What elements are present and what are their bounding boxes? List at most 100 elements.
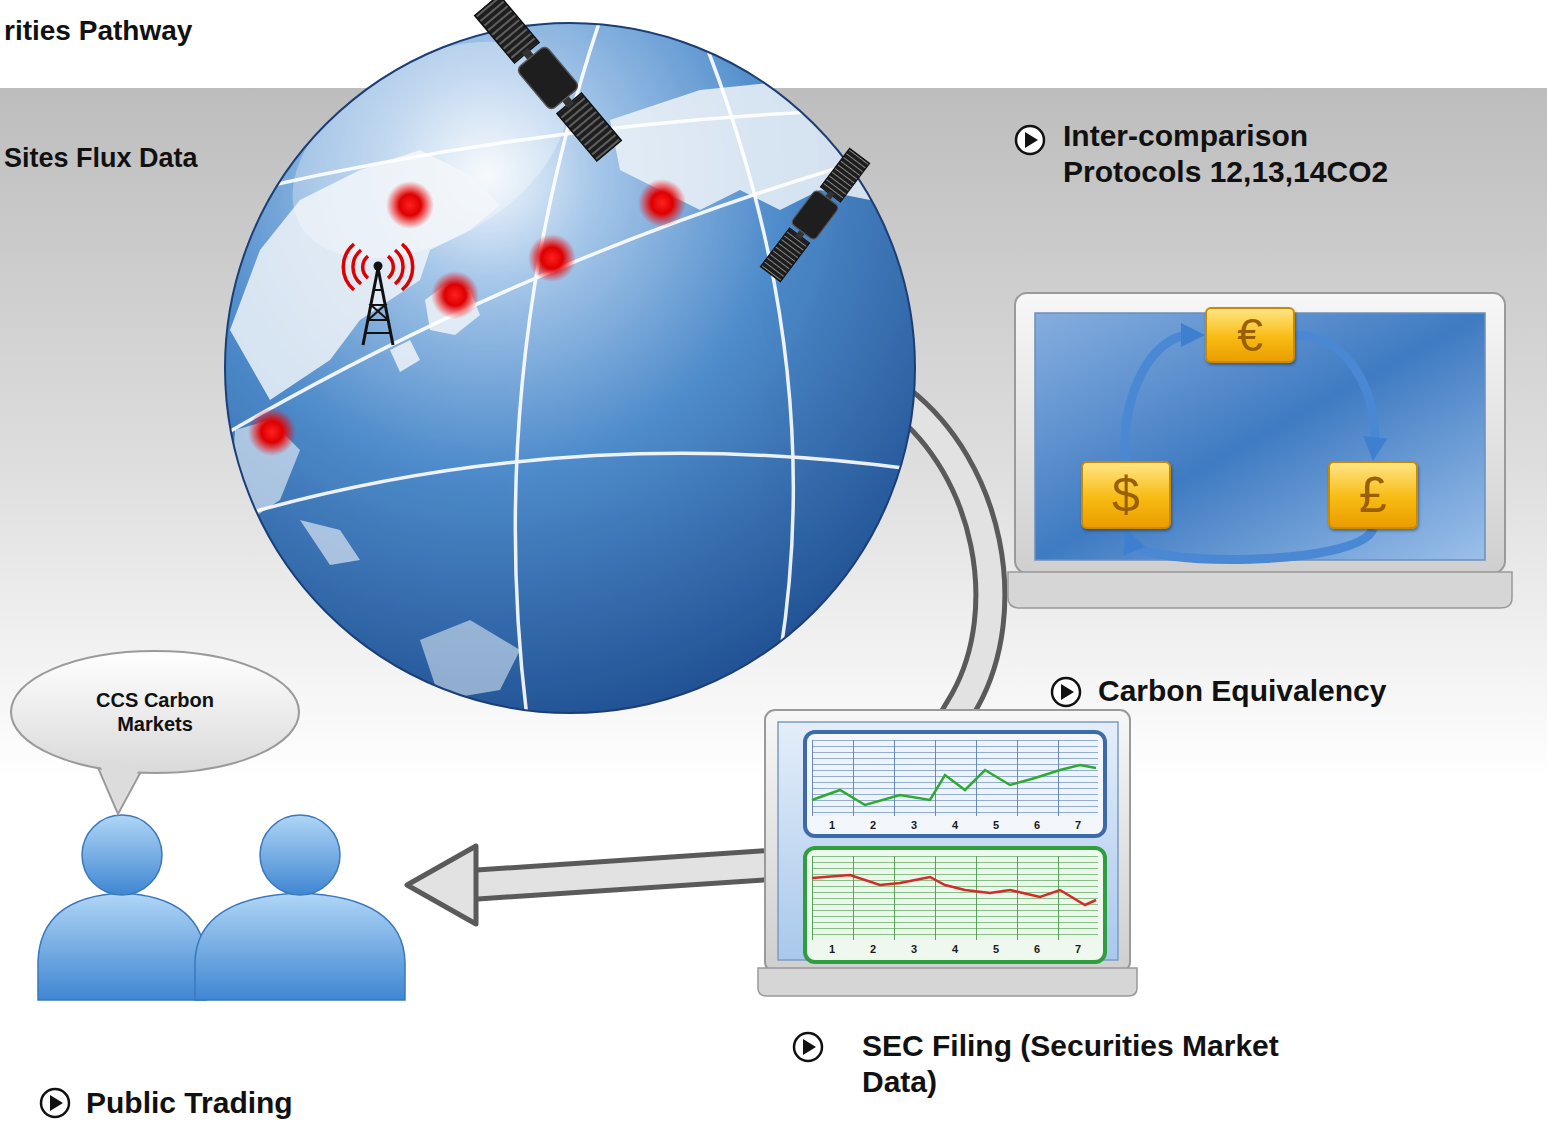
laptop-icon — [758, 710, 1137, 996]
cycle-arrow — [1125, 335, 1191, 461]
line-chart — [805, 848, 1105, 962]
line-chart — [812, 740, 1098, 816]
site-dot — [528, 234, 576, 282]
laptop-icon — [778, 722, 1118, 960]
cycle-arrow — [1295, 335, 1375, 447]
step-label: Inter-comparison Protocols 12,13,14CO2 — [1063, 118, 1423, 190]
person-icon — [260, 815, 340, 895]
play-icon — [1052, 678, 1080, 706]
currency-box: $ — [1081, 461, 1171, 529]
line-chart — [805, 848, 1105, 962]
node-inner: CCS Carbon Markets — [10, 650, 300, 774]
person-icon — [82, 815, 162, 895]
site-dot — [638, 179, 686, 227]
site-dot — [248, 179, 686, 456]
play-icon — [1061, 684, 1074, 700]
person-icon — [195, 893, 405, 1000]
globe — [215, 20, 918, 740]
step-label: Public Trading — [86, 1085, 293, 1121]
play-icon — [1016, 126, 1044, 154]
line-chart — [812, 856, 1098, 940]
currency-box: € — [1205, 307, 1295, 363]
line-chart — [812, 765, 1096, 805]
laptop-icon — [758, 968, 1137, 996]
satellite-icon — [472, 0, 623, 163]
step-label: Carbon Equivalency — [1098, 673, 1386, 709]
line-chart — [805, 732, 1105, 836]
axis-tick: 3 — [911, 820, 917, 831]
person-icon — [38, 893, 206, 1000]
node-text: £ — [1359, 470, 1387, 520]
section-label: Sites Flux Data — [4, 142, 198, 174]
bubble-tail — [98, 760, 141, 808]
node-inner: £ — [1359, 470, 1387, 520]
play-icon — [803, 1039, 816, 1055]
axis-tick: 4 — [952, 820, 958, 831]
tower-icon — [343, 244, 412, 290]
tower-icon — [363, 268, 393, 345]
play-icon — [41, 1089, 69, 1117]
satellite-icon — [759, 147, 872, 283]
node-text: CCS Carbon Markets — [75, 688, 235, 736]
tower-icon — [395, 250, 403, 284]
diagram-title: rities Pathway — [4, 14, 192, 48]
satellite-icon — [790, 189, 839, 240]
axis-tick: 6 — [1034, 944, 1040, 955]
axis-tick: 3 — [911, 944, 917, 955]
node-inner: € — [1237, 312, 1263, 358]
globe — [300, 520, 360, 565]
play-icon — [41, 126, 1080, 1117]
person-icon — [38, 815, 405, 1000]
tower-icon — [374, 262, 383, 271]
tower-icon — [353, 250, 361, 284]
play-icon — [1025, 132, 1038, 148]
globe — [215, 0, 918, 740]
axis-tick: 1 — [829, 944, 835, 955]
axis-tick: 5 — [993, 820, 999, 831]
tower-icon — [363, 256, 368, 278]
site-dot — [431, 271, 479, 319]
globe — [420, 620, 520, 700]
axis-tick: 7 — [1075, 820, 1081, 831]
laptop-icon — [765, 710, 1130, 972]
laptop-icon — [1008, 293, 1512, 608]
axis-tick: 1 — [829, 820, 835, 831]
globe — [700, 30, 793, 710]
tower-icon — [343, 244, 412, 345]
bubble-outline — [11, 651, 299, 773]
step-label: SEC Filing (Securities Market Data) — [862, 1028, 1282, 1100]
line-chart — [805, 732, 1105, 836]
cycle-arrow — [1131, 529, 1373, 559]
tower-icon — [343, 244, 354, 290]
site-dot — [386, 181, 434, 229]
node-text: € — [1237, 312, 1263, 358]
tower-icon — [402, 244, 413, 290]
axis-tick: 4 — [952, 944, 958, 955]
laptop-icon — [1008, 572, 1512, 608]
play-icon — [50, 1095, 63, 1111]
tower-icon — [366, 290, 390, 333]
laptop-icon — [1015, 293, 1505, 573]
axis-tick: 2 — [870, 820, 876, 831]
axis-tick: 7 — [1075, 944, 1081, 955]
node-text: $ — [1112, 470, 1140, 520]
globe — [225, 23, 915, 713]
bubble-outline — [10, 650, 300, 774]
axis-tick: 5 — [993, 944, 999, 955]
line-chart — [812, 875, 1096, 905]
play-icon — [794, 1033, 822, 1061]
axis-tick: 6 — [1034, 820, 1040, 831]
globe — [215, 0, 918, 740]
flow-arrow — [407, 846, 476, 924]
tower-icon — [388, 256, 393, 278]
currency-box: £ — [1328, 461, 1418, 529]
speech-bubble: CCS Carbon Markets — [10, 650, 300, 774]
node-inner: $ — [1112, 470, 1140, 520]
satellite-icon — [516, 45, 580, 111]
site-dot — [248, 408, 296, 456]
globe — [225, 453, 918, 520]
laptop-icon — [1035, 313, 1485, 560]
axis-tick: 2 — [870, 944, 876, 955]
globe — [255, 0, 605, 303]
